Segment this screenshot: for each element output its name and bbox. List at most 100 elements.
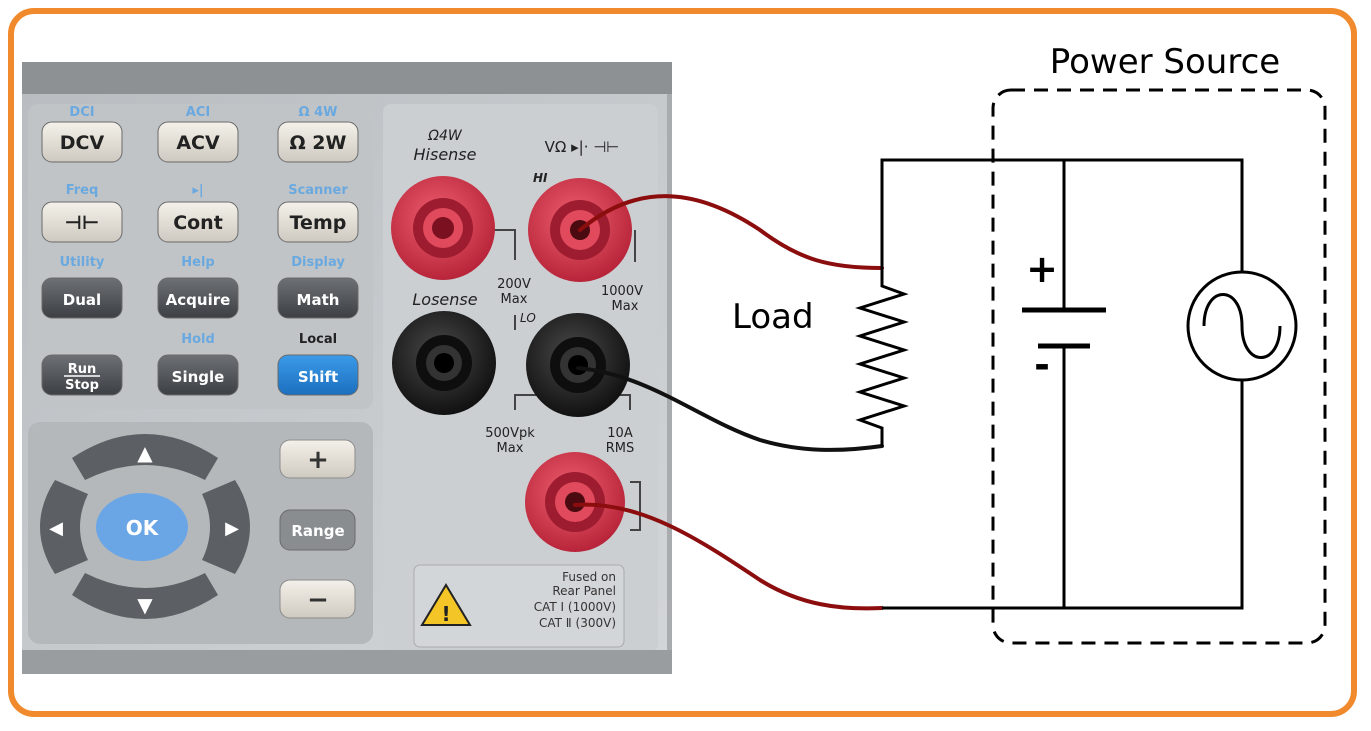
plus-button[interactable] — [279, 439, 356, 479]
warning-box: ! Fused on Rear Panel CAT Ⅰ (1000V) CAT … — [413, 564, 625, 648]
button-shift-label: Display — [291, 255, 345, 270]
button-shift-label: Help — [181, 255, 214, 270]
circuit — [855, 88, 1327, 645]
button-body[interactable] — [157, 121, 239, 163]
hisense-jack[interactable] — [391, 176, 495, 280]
pk500-label: 500Vpk — [485, 426, 535, 441]
button-body[interactable] — [41, 201, 123, 243]
button-body[interactable] — [157, 354, 239, 396]
button-label: ACV — [176, 132, 220, 154]
lo-jack[interactable] — [526, 313, 630, 417]
button-label: Cont — [173, 212, 223, 234]
range-label: Range — [291, 522, 344, 540]
button-shift-label: Hold — [181, 332, 215, 347]
button-shift-label: DCI — [69, 105, 94, 120]
amps-jack[interactable] — [525, 452, 625, 552]
range-button[interactable] — [279, 509, 356, 551]
v-ohm-label: VΩ ▸|· ⊣⊢ — [545, 138, 620, 156]
button-label: DCV — [60, 132, 105, 154]
ok-button[interactable] — [96, 493, 188, 561]
button-shift-label: Freq — [66, 183, 99, 198]
nav-up-icon: ▲ — [137, 441, 153, 465]
button-4[interactable]: ▸| Cont — [157, 183, 239, 243]
warning-icon-mark: ! — [441, 602, 450, 626]
button-label: Ω 2W — [290, 132, 347, 154]
lo-label: LO — [520, 311, 536, 325]
button-shift-label: Scanner — [288, 183, 348, 198]
rms-label: RMS — [606, 441, 635, 456]
nav-down-button[interactable] — [72, 573, 218, 619]
button-body[interactable] — [157, 277, 239, 319]
side-buttons: + Range − — [279, 439, 356, 619]
button-body[interactable] — [41, 354, 123, 396]
nav-down-icon: ▼ — [137, 593, 153, 617]
power-source-box — [991, 88, 1327, 645]
ok-label: OK — [126, 516, 160, 540]
button-label: Dual — [63, 291, 101, 309]
v200-max-label: Max — [501, 292, 528, 307]
minus-label: − — [307, 585, 329, 615]
ac-sine — [1202, 293, 1282, 359]
button-3[interactable]: Freq⊣⊢ — [41, 183, 123, 243]
load-label: Load — [732, 297, 814, 337]
button-label: Single — [172, 368, 225, 386]
button-body[interactable] — [277, 277, 359, 319]
bottom-wire — [882, 380, 1244, 610]
button-body[interactable] — [277, 354, 359, 396]
warning-line2: Rear Panel — [552, 584, 616, 598]
button-body[interactable] — [41, 121, 123, 163]
nav-left-button[interactable] — [40, 480, 88, 574]
button-shift-label: ▸| — [192, 183, 203, 198]
button-label-top: Run — [68, 362, 97, 377]
button-body[interactable] — [41, 277, 123, 319]
battery-minus-label: - — [1034, 343, 1050, 387]
jack-labels: Ω4W Hisense VΩ ▸|· ⊣⊢ HI Losense LO 200V… — [412, 128, 643, 456]
red-wire-amps — [573, 502, 884, 611]
button-shift-label: Local — [299, 332, 337, 347]
button-body[interactable] — [157, 201, 239, 243]
plus-label: + — [307, 445, 329, 475]
button-label: Temp — [290, 212, 347, 234]
hisense-top-label: Ω4W — [427, 128, 463, 144]
nav-left-icon: ◀ — [49, 518, 63, 539]
button-label: Acquire — [166, 291, 231, 309]
button-body[interactable] — [277, 201, 359, 243]
button-body[interactable] — [277, 121, 359, 163]
nav-cluster: ▲ ▼ ◀ ▶ OK — [40, 434, 250, 619]
wires — [573, 194, 884, 611]
a10-label: 10A — [607, 426, 633, 441]
button-1[interactable]: ACI ACV — [157, 105, 239, 163]
button-shift-label: Utility — [60, 255, 105, 270]
hi-label: HI — [533, 171, 548, 185]
nav-right-button[interactable] — [202, 480, 250, 574]
battery-plus-label: + — [1026, 247, 1058, 291]
minus-button[interactable] — [279, 579, 356, 619]
button-label-bottom: Stop — [65, 378, 99, 393]
pk500-max-label: Max — [497, 441, 524, 456]
button-shift-label: ACI — [186, 105, 210, 120]
losense-label: Losense — [412, 290, 477, 309]
losense-jack[interactable] — [392, 311, 496, 415]
nav-up-button[interactable] — [72, 434, 218, 480]
v200-label: 200V — [497, 277, 531, 292]
v1000-label: 1000V — [601, 284, 643, 299]
warning-line3: CAT Ⅰ (1000V) — [534, 600, 616, 614]
hisense-label: Hisense — [414, 145, 477, 164]
button-2[interactable]: Ω 4W Ω 2W — [277, 105, 359, 163]
power-source-label: Power Source — [1050, 42, 1280, 82]
ac-source-icon — [1186, 270, 1298, 382]
warning-line4: CAT Ⅱ (300V) — [539, 616, 616, 630]
button-label: Math — [297, 291, 340, 309]
button-0[interactable]: DCI DCV — [41, 105, 123, 163]
button-shift-label: Ω 4W — [299, 105, 338, 120]
load-top-wire — [880, 158, 1244, 272]
v1000-max-label: Max — [612, 299, 639, 314]
